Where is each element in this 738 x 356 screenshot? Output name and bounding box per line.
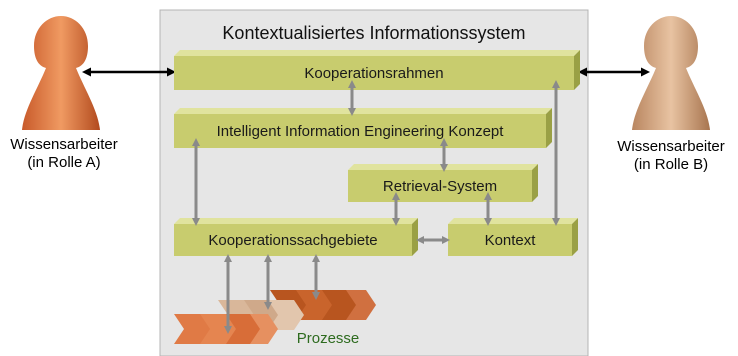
box-retrieval-system: Retrieval-System <box>348 164 538 202</box>
process-chevron <box>250 314 278 344</box>
process-chevron <box>346 290 376 320</box>
left-role-label: (in Rolle A) <box>27 154 100 171</box>
right-role-label: (in Rolle B) <box>634 156 708 173</box>
process-chevron <box>174 314 214 344</box>
left-role-name: Wissensarbeiter <box>10 136 118 153</box>
box-iie-konzept: Intelligent Information Engineering Konz… <box>174 108 552 148</box>
box-kooperationssachgebiete-label: Kooperationssachgebiete <box>208 232 377 249</box>
person-right-icon <box>632 16 710 130</box>
process-chevron <box>268 300 304 330</box>
process-chevron <box>296 290 336 320</box>
box-kontext-label: Kontext <box>485 232 537 249</box>
box-kooperationsrahmen: Kooperationsrahmen <box>174 50 580 90</box>
box-iie-konzept-label: Intelligent Information Engineering Konz… <box>217 123 505 140</box>
box-kooperationsrahmen-label: Kooperationsrahmen <box>304 65 443 82</box>
person-left-icon <box>22 16 100 130</box>
diagram-title: Kontextualisiertes Informationssystem <box>222 23 525 43</box>
box-kooperationssachgebiete: Kooperationssachgebiete <box>174 218 418 256</box>
box-kontext: Kontext <box>448 218 578 256</box>
box-retrieval-system-label: Retrieval-System <box>383 178 497 195</box>
prozesse-label: Prozesse <box>297 330 360 347</box>
right-role-name: Wissensarbeiter <box>617 138 725 155</box>
